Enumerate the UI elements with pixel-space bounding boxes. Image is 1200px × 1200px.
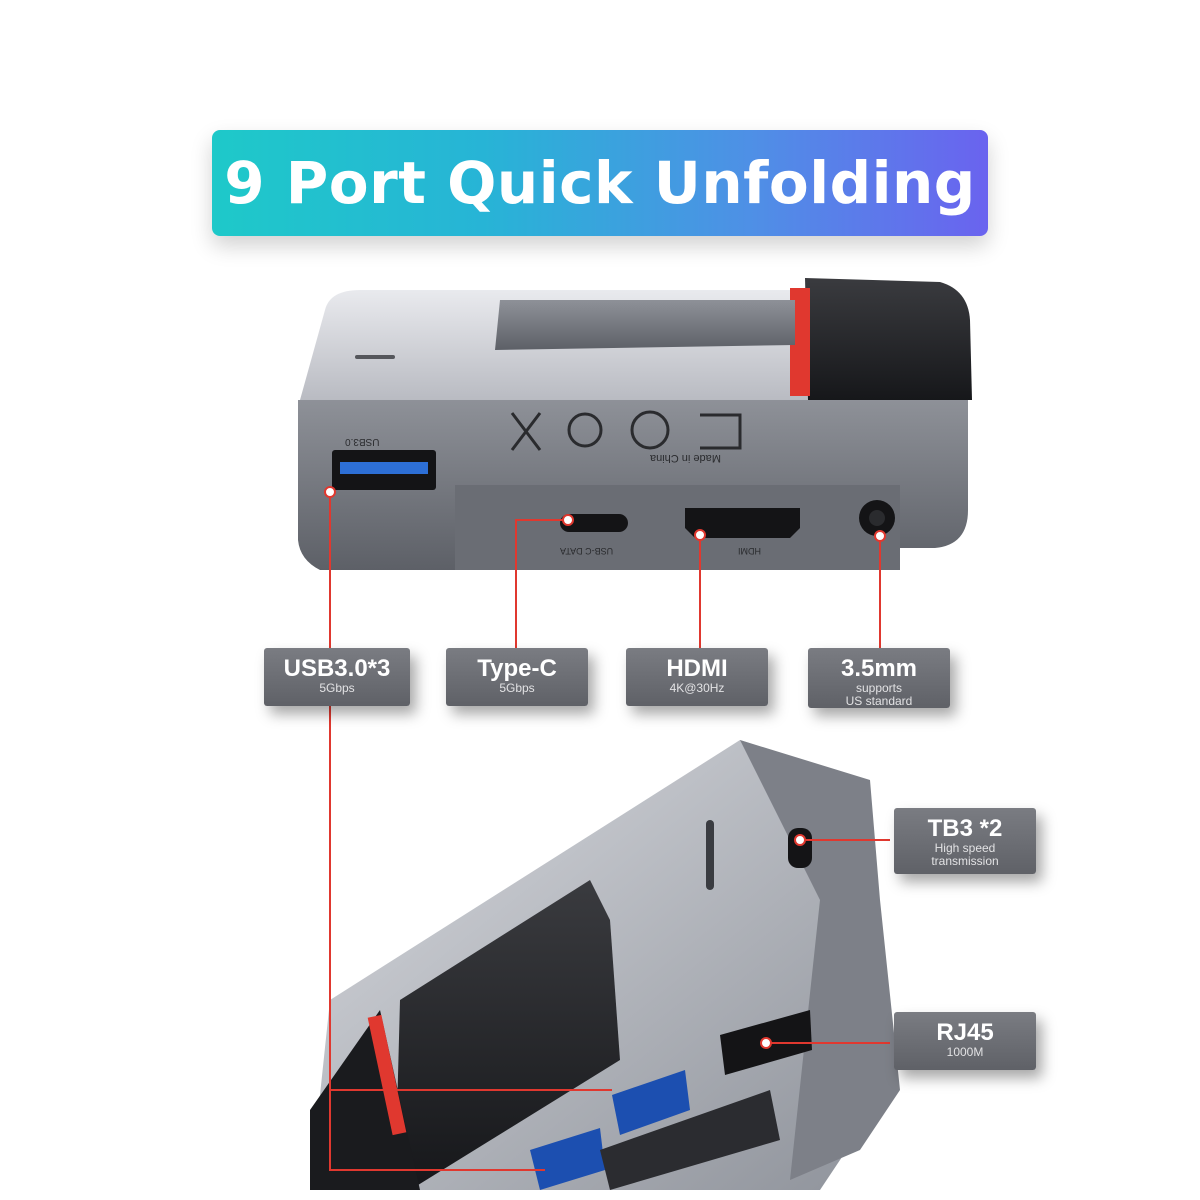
audio-label-spec2: US standard [845,694,913,708]
tb3-label-spec1: High speed [934,841,996,855]
typec-label: Type-C 5Gbps [446,648,588,706]
typec-marking: USB-C DATA [560,546,614,556]
audio-label-spec1: supports [855,681,903,695]
hub-bottom-view [310,740,900,1190]
tb3-label: TB3 *2 High speed transmission [894,808,1036,874]
tb3-label-name: TB3 *2 [927,815,1003,842]
tb3-label-spec2: transmission [931,854,999,868]
hdmi-label-spec: 4K@30Hz [669,681,725,695]
usb-label: USB3.0*3 5Gbps [264,648,410,706]
callout-dots [324,486,886,1049]
banner-title: 9 Port Quick Unfolding [224,149,976,217]
audio-label-name: 3.5mm [840,655,918,682]
usb-label-name: USB3.0*3 [283,655,391,682]
made-in-marking: Made in China [650,452,721,464]
typec-label-spec: 5Gbps [499,681,535,695]
usb-label-spec: 5Gbps [319,681,355,695]
rj45-label: RJ45 1000M [894,1012,1036,1070]
hdmi-label-name: HDMI [666,655,728,682]
usb-marking: USB3.0 [345,436,380,447]
rj45-label-spec: 1000M [946,1045,984,1059]
usb-callout-line [329,492,545,1171]
callout-lines [329,492,890,1171]
title-banner: 9 Port Quick Unfolding [212,130,988,236]
typec-callout-line [515,519,568,648]
rj45-label-name: RJ45 [936,1019,994,1046]
audio-label: 3.5mm supports US standard [808,648,950,708]
typec-label-name: Type-C [477,655,557,682]
hdmi-marking: HDMI [738,546,761,556]
hdmi-label: HDMI 4K@30Hz [626,648,768,706]
hub-top-view [298,278,972,570]
